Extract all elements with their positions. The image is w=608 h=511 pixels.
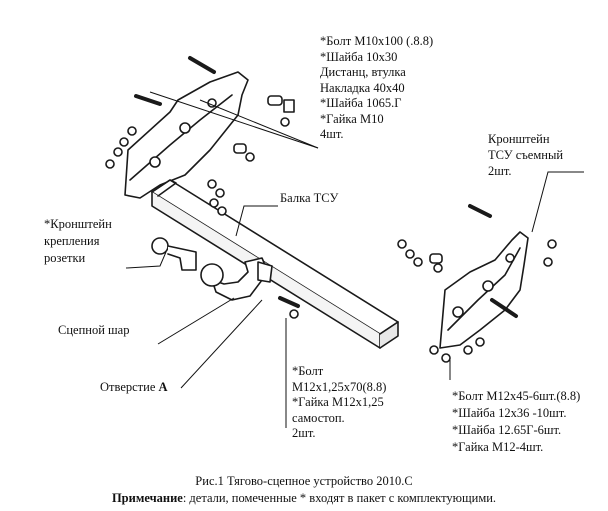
label-line: *Болт М10х100 (.8.8) [320, 34, 434, 48]
bolt-kit-center-label: *Болт М12х1,25х70(8.8) *Гайка М12х1,25 с… [292, 364, 386, 442]
right-hardware-parts [397, 204, 557, 363]
leader-lines [125, 91, 584, 428]
socket-bracket-label: *Кронштейн крепления розетки [44, 216, 112, 267]
figure-note: Примечание: детали, помеченные * входят … [0, 490, 608, 506]
label-line: *Гайка М12-4шт. [452, 440, 544, 454]
label-line: розетки [44, 251, 86, 265]
label-line: Накладка 40х40 [320, 80, 405, 95]
socket-bracket-part [151, 237, 197, 271]
label-line: *Шайба 1065.Г [320, 96, 402, 110]
note-text: : детали, помеченные * входят в пакет с … [182, 491, 497, 505]
label-line: самостоп. [292, 410, 345, 425]
label-line: *Шайба 12х36 -10шт. [452, 406, 567, 420]
bolt-kit-right-label: *Болт М12х45-6шт.(8.8) *Шайба 12х36 -10ш… [452, 388, 580, 456]
ball-label: Сцепной шар [58, 323, 130, 337]
label-line: 2шт. [488, 164, 512, 178]
bolt-kit-top-label: *Болт М10х100 (.8.8) *Шайба 10х30 Дистан… [320, 34, 433, 143]
label-line: *Болт [292, 364, 324, 378]
left-bracket-part [124, 71, 249, 199]
label-line: *Шайба 12.65Г-6шт. [452, 423, 562, 437]
label-line: *Шайба 10х30 [320, 49, 398, 64]
label-line: 4шт. [320, 127, 344, 141]
label-line: *Гайка М12х1,25 [292, 395, 384, 409]
beam-label: Балка ТСУ [280, 191, 339, 205]
label-line: *Гайка М10 [320, 111, 384, 126]
label-line: Дистанц, втулка [320, 65, 406, 79]
label-line: крепления [44, 234, 100, 248]
label-line: М12х1,25х70(8.8) [292, 379, 387, 394]
center-bolt-part [278, 296, 300, 319]
label-line: Кронштейн [488, 132, 550, 146]
hole-a-prefix: Отверстие [100, 380, 159, 394]
bracket-removable-label: Кронштейн ТСУ съемный 2шт. [488, 131, 563, 179]
right-bracket-part [439, 231, 529, 349]
note-label: Примечание [111, 491, 183, 505]
label-line: *Болт М12х45-6шт.(8.8) [452, 389, 581, 403]
tow-ball-part [200, 257, 273, 301]
label-line: *Кронштейн [44, 217, 112, 231]
hole-a-label: Отверстие А [100, 380, 168, 395]
hole-a-letter: А [158, 380, 168, 394]
figure-caption: Рис.1 Тягово-сцепное устройство 2010.С [195, 474, 413, 488]
label-line: ТСУ съемный [488, 148, 564, 162]
top-hardware-parts [105, 56, 295, 216]
label-line: 2шт. [292, 426, 316, 440]
